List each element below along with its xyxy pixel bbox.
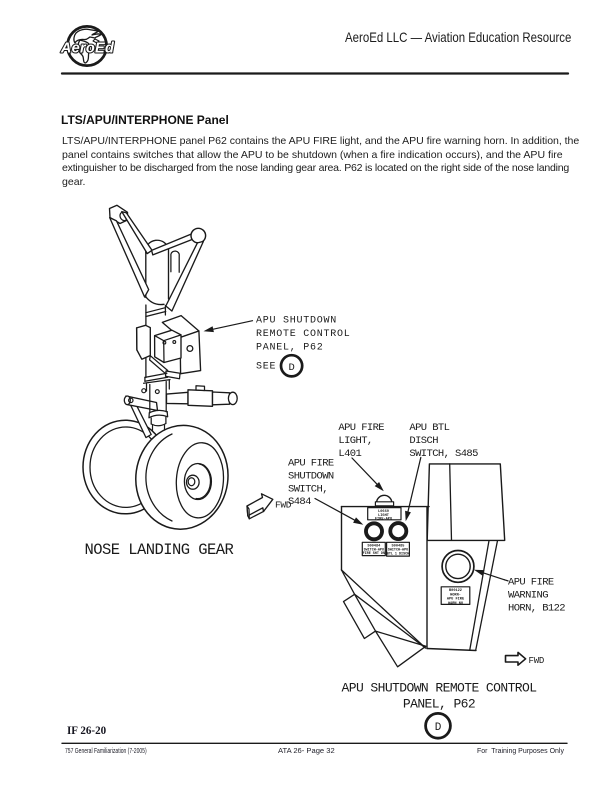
- svg-text:SWITCH-APU: SWITCH-APU: [388, 549, 408, 553]
- svg-text:APU FIRE: APU FIRE: [447, 598, 465, 602]
- svg-text:S00485: S00485: [392, 545, 405, 549]
- svg-text:APU SHUTDOWN REMOTE CONTROL: APU SHUTDOWN REMOTE CONTROL: [342, 680, 537, 695]
- svg-text:WARN NG: WARN NG: [448, 602, 463, 606]
- svg-text:FWD: FWD: [529, 656, 545, 666]
- svg-text:SEE: SEE: [256, 362, 276, 373]
- svg-text:PANEL, P62: PANEL, P62: [403, 697, 475, 712]
- svg-text:APU BTL: APU BTL: [409, 422, 449, 434]
- svg-text:PANEL, P62: PANEL, P62: [256, 343, 324, 354]
- svg-text:SHUTDOWN: SHUTDOWN: [288, 471, 334, 483]
- svg-text:APU FIRE: APU FIRE: [338, 422, 384, 434]
- svg-text:FIRE-APU: FIRE-APU: [375, 517, 392, 521]
- svg-text:D: D: [435, 722, 442, 734]
- svg-text:FWD: FWD: [275, 500, 292, 511]
- svg-text:WARNING: WARNING: [508, 590, 548, 602]
- svg-text:BTL 1 DISCH: BTL 1 DISCH: [387, 553, 409, 557]
- svg-text:LIGHT: LIGHT: [378, 514, 390, 518]
- svg-text:S00484: S00484: [367, 545, 381, 549]
- svg-text:SWITCH,: SWITCH,: [288, 484, 328, 496]
- svg-text:HORN, B122: HORN, B122: [508, 603, 565, 615]
- svg-text:DISCH: DISCH: [409, 435, 438, 447]
- svg-text:S484: S484: [288, 496, 311, 508]
- svg-text:APU FIRE: APU FIRE: [508, 577, 554, 589]
- svg-text:L401: L401: [338, 448, 361, 460]
- svg-text:SWITCH-APU: SWITCH-APU: [364, 548, 384, 552]
- svg-text:SWITCH, S485: SWITCH, S485: [409, 448, 478, 460]
- svg-text:HORN-: HORN-: [450, 593, 461, 597]
- svg-text:FIRE SHT DN: FIRE SHT DN: [363, 552, 385, 556]
- svg-text:APU SHUTDOWN: APU SHUTDOWN: [256, 316, 337, 327]
- svg-text:D: D: [288, 362, 294, 374]
- svg-text:AeroEd: AeroEd: [60, 41, 115, 57]
- svg-text:B00122: B00122: [449, 589, 462, 593]
- svg-text:APU FIRE: APU FIRE: [288, 458, 334, 470]
- svg-text:L0669: L0669: [378, 510, 389, 514]
- svg-text:REMOTE CONTROL: REMOTE CONTROL: [256, 329, 351, 340]
- svg-text:NOSE LANDING GEAR: NOSE LANDING GEAR: [85, 541, 234, 559]
- svg-text:LIGHT,: LIGHT,: [338, 435, 372, 447]
